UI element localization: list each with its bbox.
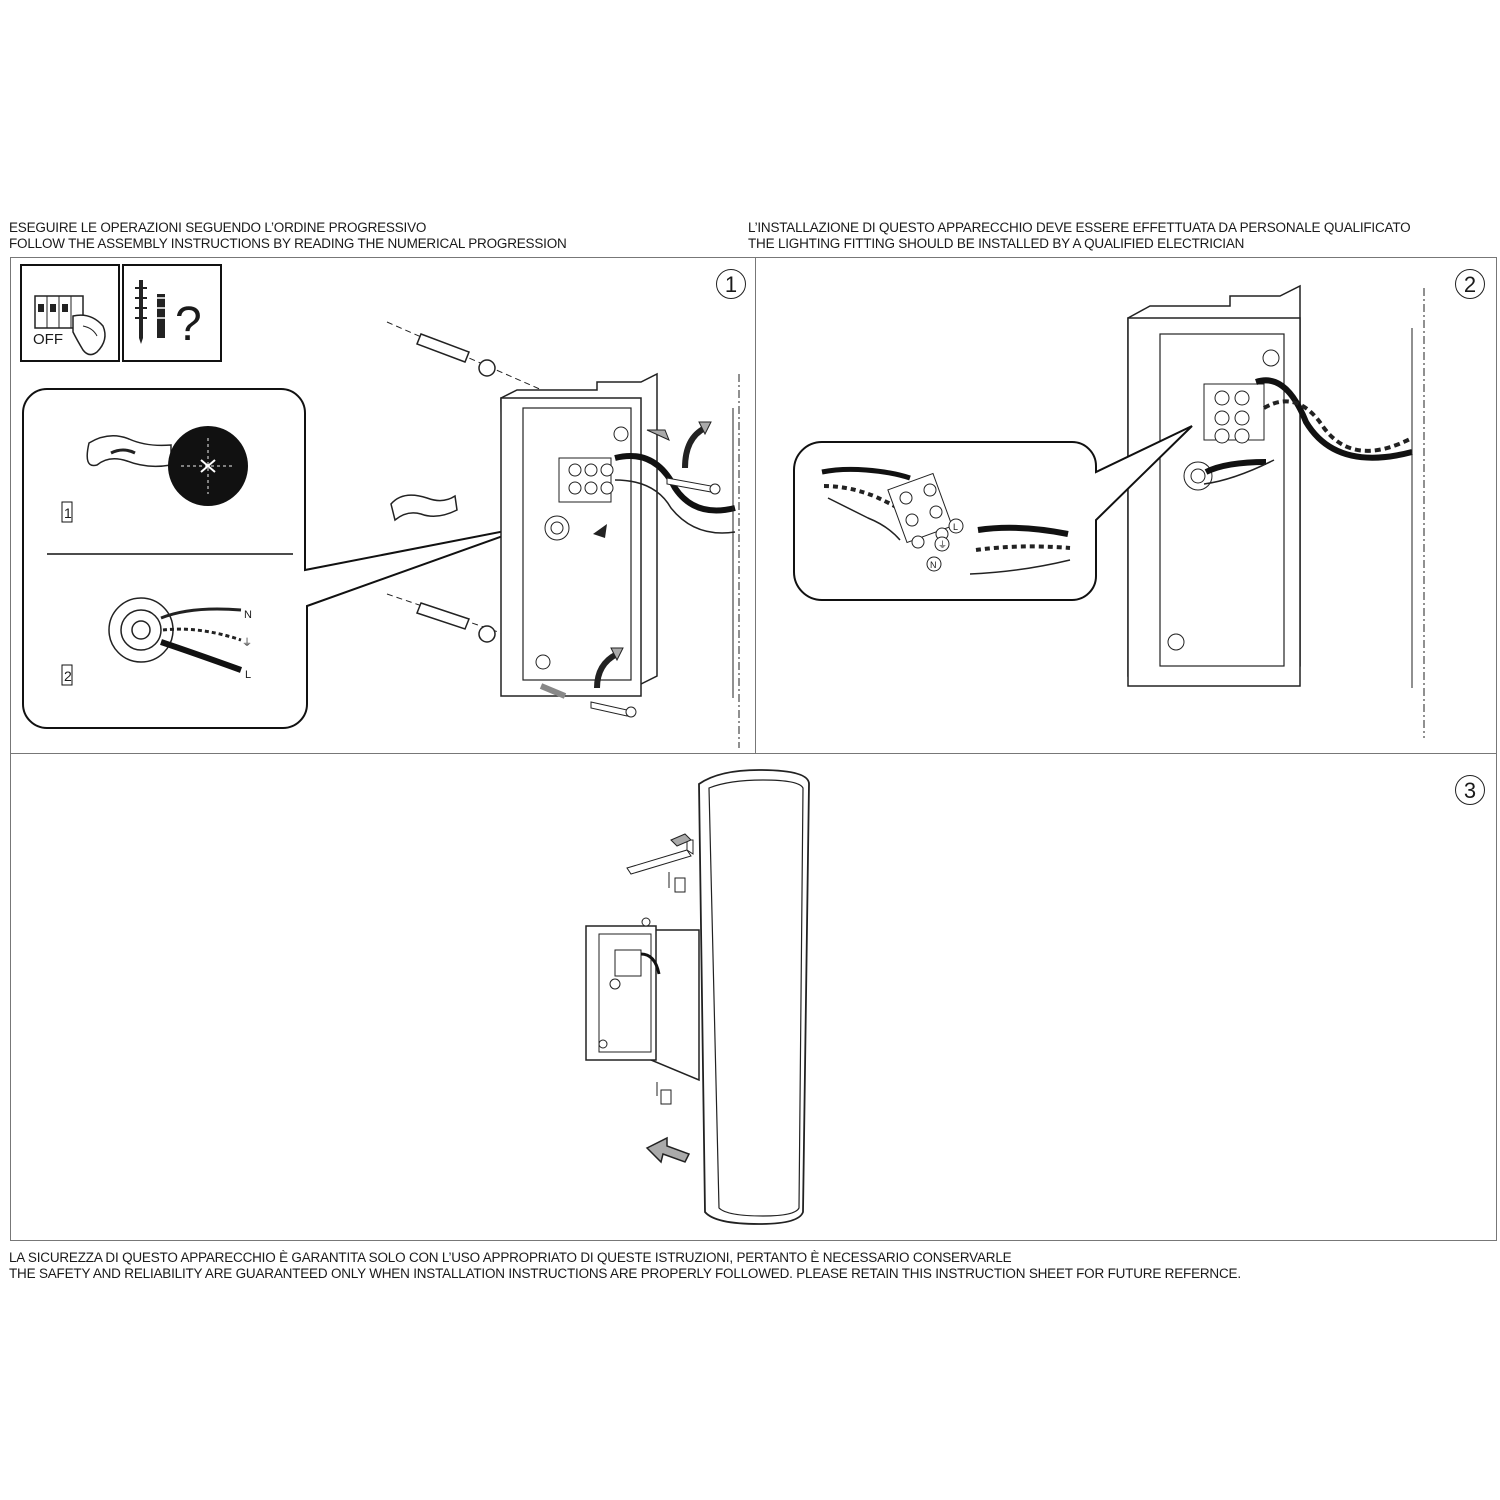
terminal-n-label: N <box>930 560 937 570</box>
arrow-icon <box>539 421 712 699</box>
wire-l-label: L <box>245 669 251 681</box>
header-right-english: THE LIGHTING FITTING SHOULD BE INSTALLED… <box>748 236 1245 251</box>
power-off-switch-icon: OFF <box>20 264 120 362</box>
step-3-illustration <box>585 769 810 1225</box>
lamp-body <box>698 769 810 1225</box>
header-left-italian: ESEGUIRE LE OPERAZIONI SEGUENDO L’ORDINE… <box>9 220 427 235</box>
step-1-illustration: OFF ? 1 2 <box>20 264 740 748</box>
step-number-1: 1 <box>716 269 746 299</box>
step-2-panel: 2 <box>755 257 1497 754</box>
question-icon: ? <box>175 298 202 351</box>
arrow-icon <box>645 1136 691 1164</box>
footer-safety-notice: LA SICUREZZA DI QUESTO APPARECCHIO È GAR… <box>9 1250 1241 1282</box>
wire-preparation-callout: 1 2 N ⏚ L <box>22 388 532 729</box>
terminal-block <box>887 472 953 549</box>
step-number-3: 3 <box>1455 775 1485 805</box>
header-instructions-right: L’INSTALLAZIONE DI QUESTO APPARECCHIO DE… <box>748 220 1411 252</box>
step-1-panel: 1 OFF ? <box>10 257 756 754</box>
step-2-illustration: L ⏚ N <box>793 284 1425 738</box>
sub-step-1-label: 1 <box>64 505 72 521</box>
header-right-italian: L’INSTALLAZIONE DI QUESTO APPARECCHIO DE… <box>748 220 1411 235</box>
terminal-block <box>558 457 614 503</box>
sub-step-2-label: 2 <box>64 668 72 684</box>
wiring-callout: L ⏚ N <box>793 425 1193 601</box>
wall-plug-top <box>386 321 552 395</box>
screw-and-plug-icon: ? <box>122 264 222 362</box>
step-3-panel: 3 <box>10 753 1497 1241</box>
footer-english: THE SAFETY AND RELIABILITY ARE GUARANTEE… <box>9 1266 1241 1281</box>
step-number-2: 2 <box>1455 269 1485 299</box>
terminal-block <box>1203 383 1265 444</box>
wire-n-label: N <box>244 609 252 621</box>
header-left-english: FOLLOW THE ASSEMBLY INSTRUCTIONS BY READ… <box>9 236 567 251</box>
terminal-earth-label: ⏚ <box>938 540 947 550</box>
allen-key-icon <box>626 839 694 875</box>
off-label: OFF <box>33 331 63 348</box>
wire-earth-label: ⏚ <box>242 637 252 649</box>
footer-italian: LA SICUREZZA DI QUESTO APPARECCHIO È GAR… <box>9 1250 1012 1265</box>
mounting-base-plate <box>500 372 658 697</box>
header-instructions-left: ESEGUIRE LE OPERAZIONI SEGUENDO L’ORDINE… <box>9 220 567 252</box>
mounting-base-plate <box>585 917 661 1061</box>
terminal-l-label: L <box>953 522 958 532</box>
mounting-base-plate <box>1127 284 1413 687</box>
